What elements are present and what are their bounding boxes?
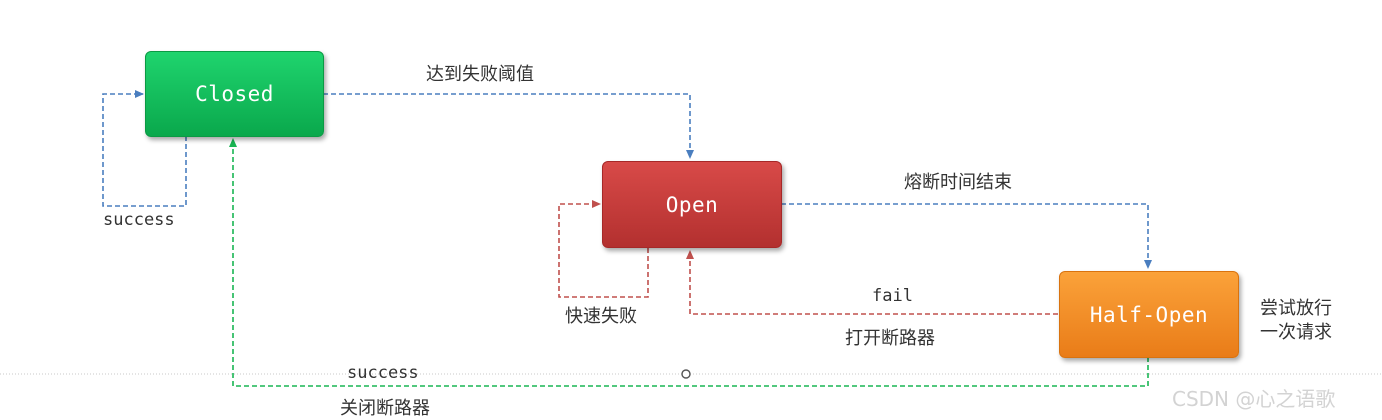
label-open-self-fast-fail: 快速失败 [565, 306, 637, 327]
half-open-to-closed-arrow [229, 138, 1149, 387]
label-half-to-closed-success: success [347, 363, 419, 383]
closed-self-loop-arrow [102, 90, 187, 207]
label-closed-to-open: 达到失败阈值 [426, 64, 534, 85]
half-open-to-open-arrow [686, 250, 1058, 315]
half-open-note-line-1: 尝试放行 [1260, 298, 1332, 319]
label-half-to-open-fail: fail [872, 286, 913, 306]
state-closed: Closed [145, 51, 324, 137]
label-open-to-half-open: 熔断时间结束 [904, 172, 1012, 193]
label-closed-self-success: success [103, 210, 175, 230]
label-half-to-closed-action: 关闭断路器 [340, 398, 430, 419]
state-open-label: Open [665, 192, 719, 217]
closed-to-open-arrow [323, 93, 694, 159]
state-closed-label: Closed [195, 82, 274, 106]
half-open-note-line-2: 一次请求 [1260, 322, 1332, 343]
open-to-half-open-arrow [781, 203, 1152, 269]
state-open: Open [602, 161, 782, 248]
state-half-open: Half-Open [1059, 271, 1239, 358]
midpoint-circle [681, 369, 691, 379]
watermark: CSDN @心之语歌 [1172, 387, 1336, 411]
label-half-to-open-action: 打开断路器 [845, 328, 935, 349]
open-self-loop-arrow [558, 200, 649, 298]
state-half-open-label: Half-Open [1089, 302, 1209, 327]
